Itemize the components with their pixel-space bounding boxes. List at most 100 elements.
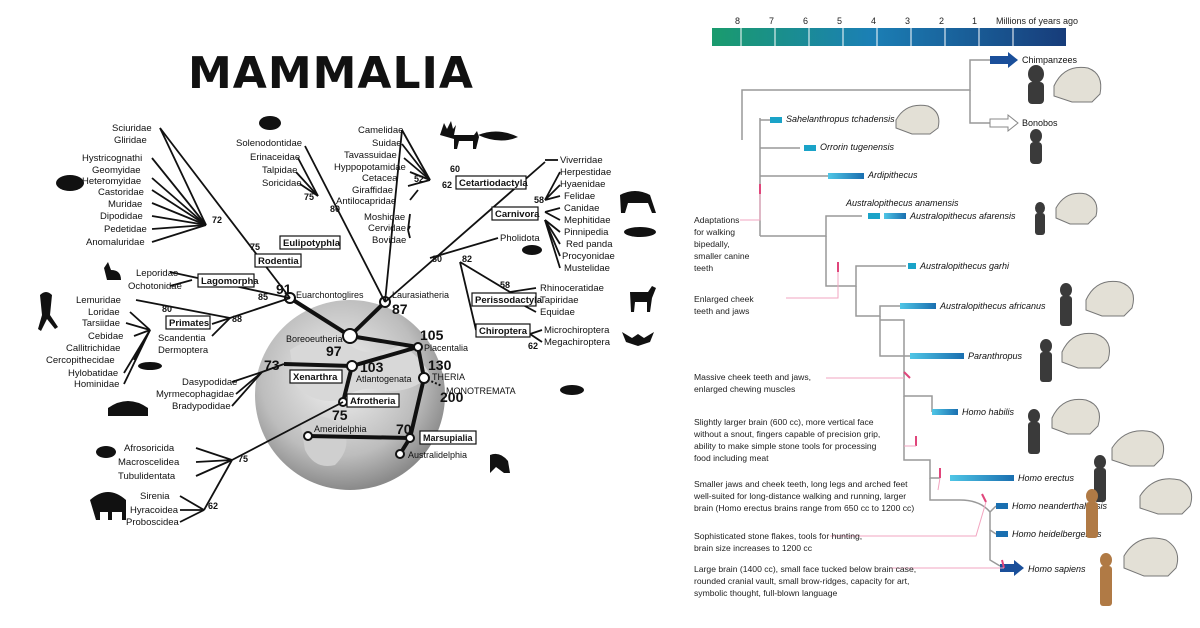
tick-label: 8 xyxy=(735,16,740,26)
family-label: Hyppopotamidae xyxy=(334,162,406,173)
annotation-line: for walking xyxy=(694,227,735,237)
pangolin-icon xyxy=(522,245,542,255)
species-label: Paranthropus xyxy=(968,351,1023,361)
annotation-leaders xyxy=(740,194,1004,569)
primates-age: 80 xyxy=(162,304,172,314)
species-bar xyxy=(996,503,1008,509)
family-label: Camelidae xyxy=(358,125,403,136)
mammalia-tree: MAMMALIA xyxy=(38,48,656,528)
skulls xyxy=(895,66,1193,577)
annotation-line: symbolic thought, full-blown language xyxy=(694,588,838,598)
annotation-line: Large brain (1400 cc), small face tucked… xyxy=(694,564,916,574)
platypus-icon xyxy=(560,385,584,395)
rodentia-age-2: 75 xyxy=(250,242,260,252)
annotation-line: bipedally, xyxy=(694,239,730,249)
erectus-skull-icon xyxy=(1111,430,1165,467)
bat-icon xyxy=(622,332,654,346)
cetartiodactyla-box xyxy=(455,175,527,190)
pholidota-label: Pholidota xyxy=(500,233,540,244)
primates-box xyxy=(165,315,211,330)
paranthropus-skull-icon xyxy=(1061,332,1110,369)
eulipotyphla-age: 75 xyxy=(304,192,314,202)
afrotheria-age-2: 62 xyxy=(208,501,218,511)
afrotheria-age: 75 xyxy=(238,454,248,464)
family-label: Geomyidae xyxy=(92,165,141,176)
species-label: Homo heidelbergensis xyxy=(1012,529,1102,539)
family-label: Hominidae xyxy=(74,379,119,390)
species-label: Australopithecus anamensis xyxy=(845,198,959,208)
family-label: Ochotonidae xyxy=(128,281,182,292)
species-bar xyxy=(950,475,1014,481)
sahelanthropus-skull-icon xyxy=(895,104,940,135)
species-label: Chimpanzees xyxy=(1022,55,1078,65)
annotation-line: Smaller jaws and cheek teeth, long legs … xyxy=(694,479,908,489)
family-label: Lemuridae xyxy=(76,295,121,306)
tick-label: 5 xyxy=(837,16,842,26)
erectus-figure-icon xyxy=(1094,455,1106,469)
species-label: Australopithecus afarensis xyxy=(909,211,1016,221)
monkey-icon xyxy=(38,292,58,331)
xenarthra-box xyxy=(289,369,343,384)
chimpanzee-figure-icon xyxy=(1028,65,1044,83)
family-label: Rhinoceratidae xyxy=(540,283,604,294)
seal-icon xyxy=(624,227,656,237)
perissodactyla-box xyxy=(471,292,537,307)
perissodactyla-age: 58 xyxy=(500,280,510,290)
placentalia-label: Placentalia xyxy=(424,343,468,353)
family-label: Red panda xyxy=(566,239,613,250)
cetartiodactyla-age: 60 xyxy=(450,164,460,174)
theria-label: THERIA xyxy=(432,372,465,382)
chimpanzee-arrow xyxy=(990,52,1018,68)
family-label: Tapiridae xyxy=(540,295,579,306)
timeline-dividers xyxy=(740,28,1014,46)
family-label: Viverridae xyxy=(560,155,603,166)
afrotheria-box xyxy=(346,393,400,408)
species-labels: Chimpanzees Bonobos Sahelanthropus tchad… xyxy=(786,55,1108,574)
placentalia-age: 105 xyxy=(420,327,444,343)
species-label: Australopithecus africanus xyxy=(939,301,1046,311)
family-label: Gliridae xyxy=(114,135,147,146)
dolphin-icon xyxy=(478,131,518,141)
family-label: Dasypodidae xyxy=(182,377,237,388)
family-label: Talpidae xyxy=(262,165,297,176)
rodentia-box xyxy=(254,253,302,268)
family-label: Sirenia xyxy=(140,491,170,502)
eulipotyphla-age-2: 80 xyxy=(330,204,340,214)
annotation-line: without a snout, fingers capable of prec… xyxy=(693,429,880,439)
family-label: Cervidae xyxy=(368,223,406,234)
family-label: Suidae xyxy=(372,138,402,149)
euarch-age-2: 85 xyxy=(258,292,268,302)
family-label: Antilocapridae xyxy=(336,196,396,207)
family-label: Equidae xyxy=(540,307,575,318)
family-label: Dermoptera xyxy=(158,345,209,356)
xenarthra-label: Xenarthra xyxy=(293,372,338,383)
boreo-age: 97 xyxy=(326,343,342,359)
family-label: Erinaceidae xyxy=(250,152,300,163)
neanderthal-skull-icon xyxy=(1139,478,1193,515)
theria-age: 130 xyxy=(428,357,452,373)
phylogeny-lines xyxy=(741,59,1001,567)
core-branches xyxy=(283,296,426,456)
rodentia-label: Rodentia xyxy=(258,256,299,267)
family-label: Procyonidae xyxy=(562,251,615,262)
family-label: Heteromyidae xyxy=(82,176,141,187)
tick-label: 7 xyxy=(769,16,774,26)
euarch-age: 91 xyxy=(276,281,292,297)
family-label: Callitrichidae xyxy=(66,343,120,354)
annotation-line: teeth and jaws xyxy=(694,306,749,316)
annotation-line: enlarged chewing muscles xyxy=(694,384,795,394)
species-label: Sahelanthropus tchadensis xyxy=(786,114,895,124)
family-label: Mephitidae xyxy=(564,215,610,226)
deer-icon xyxy=(440,121,479,149)
species-bar xyxy=(996,531,1008,537)
timeline-bar xyxy=(712,28,1066,46)
annotation-line: smaller canine xyxy=(694,251,750,261)
lagomorpha-label: Lagomorpha xyxy=(201,276,259,287)
species-bar xyxy=(884,213,906,219)
lagomorpha-box xyxy=(197,273,255,288)
chiroptera-age: 62 xyxy=(528,341,538,351)
afrotheria-label: Afrotheria xyxy=(350,396,396,407)
species-bar xyxy=(868,213,880,219)
species-bar xyxy=(932,409,958,415)
